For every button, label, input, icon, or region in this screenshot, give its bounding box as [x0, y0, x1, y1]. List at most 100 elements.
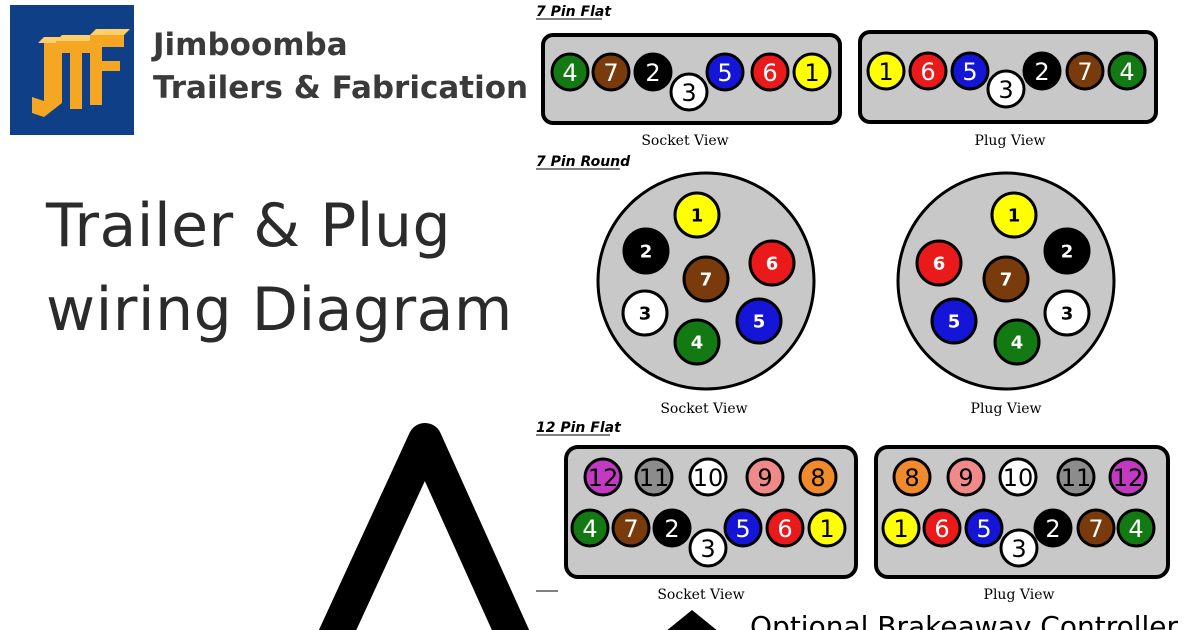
7pin-round-plug-pin-2-label: 2 [1061, 242, 1074, 263]
12pin-flat-plug-pin-12-label: 12 [1113, 464, 1144, 492]
12pin-flat-plug-pin-4 [1116, 508, 1156, 548]
7pin-round-socket-pin-7 [682, 255, 730, 303]
7pin-flat-socket-pin-3-label: 3 [681, 79, 696, 107]
brand-name-line2: Trailers & Fabrication [153, 70, 529, 106]
7pin-round-socket-pin-2 [622, 227, 670, 275]
12pin-flat-plug-pin-6-label: 6 [934, 515, 949, 543]
7pin-round-socket-pin-7-label: 7 [700, 270, 713, 291]
7pin-flat-socket-pin-4 [550, 52, 590, 92]
7pin-round-socket-pin-4 [673, 318, 721, 366]
12pin-flat-plug-pin-2-label: 2 [1045, 515, 1060, 543]
7pin-flat-socket-pin-1-label: 1 [804, 59, 819, 87]
brakeaway-label: Optional Brakeaway Controller [750, 610, 1179, 630]
7pin-flat-socket-pin-4-label: 4 [562, 59, 577, 87]
7pin-flat-socket-pin-3 [669, 72, 709, 112]
12pin-flat-plug-pin-9 [946, 457, 986, 497]
7pin-round-plug-pin-5 [930, 297, 978, 345]
caption-7pin-flat-socket: Socket View [641, 133, 728, 149]
7pin-flat-plug-pin-6 [908, 51, 948, 91]
12pin-flat-socket-pin-9-label: 9 [757, 464, 772, 492]
12pin-flat-plug-pin-1-label: 1 [893, 515, 908, 543]
arrow-icon [318, 423, 530, 630]
12pin-flat-plug-pin-11-label: 11 [1061, 464, 1092, 492]
12pin-flat-plug-pin-11 [1056, 457, 1096, 497]
headline-line1: Trailer & Plug [46, 191, 452, 261]
7pin-round-plug-pin-3-label: 3 [1061, 304, 1074, 325]
7pin-flat-plug-pin-1-label: 1 [878, 58, 893, 86]
7pin-flat-plug-pin-1 [866, 51, 906, 91]
7pin-round-socket-pin-6-label: 6 [766, 254, 779, 275]
12pin-flat-plug-pin-6 [922, 508, 962, 548]
12pin-flat-socket-pin-11-label: 11 [639, 464, 670, 492]
12pin-flat-socket-pin-1-label: 1 [819, 515, 834, 543]
7pin-round-plug-pin-3 [1043, 289, 1091, 337]
12pin-flat-plug-pin-5-label: 5 [976, 515, 991, 543]
7pin-round-plug-pin-1-label: 1 [1008, 206, 1021, 227]
7pin-round-plug-pin-6 [915, 239, 963, 287]
12pin-flat-plug-pin-8-label: 8 [904, 464, 919, 492]
12pin-flat-socket-pin-3 [688, 528, 728, 568]
12pin-flat-plug-pin-2 [1033, 508, 1073, 548]
7pin-flat-socket-pin-2 [633, 52, 673, 92]
12pin-flat-plug-pin-3 [999, 528, 1039, 568]
caption-7pin-flat-plug: Plug View [975, 133, 1046, 149]
12pin-flat-socket-pin-5-label: 5 [735, 515, 750, 543]
7pin-flat-plug-pin-4-label: 4 [1119, 58, 1134, 86]
brand-name-line1: Jimboomba [153, 27, 348, 63]
7pin-flat-socket-pin-2-label: 2 [645, 59, 660, 87]
7pin-round-socket-pin-1 [673, 191, 721, 239]
12pin-flat-socket-pin-8-label: 8 [810, 464, 825, 492]
7pin-flat-socket-pin-5 [705, 52, 745, 92]
12pin-flat-plug-pin-3-label: 3 [1011, 535, 1026, 563]
7pin-round-plug-pin-2 [1043, 227, 1091, 275]
12pin-flat-plug-pin-10 [998, 457, 1038, 497]
12pin-flat-plug-pin-10-label: 10 [1003, 464, 1034, 492]
7pin-flat-plug-pin-3-label: 3 [998, 76, 1013, 104]
12pin-flat-socket-pin-6 [765, 508, 805, 548]
12pin-flat-plug-pin-4-label: 4 [1128, 515, 1143, 543]
7pin-flat-plug-pin-3 [986, 69, 1026, 109]
12pin-flat-socket-pin-7 [611, 508, 651, 548]
7pin-flat-plug-pin-2 [1022, 51, 1062, 91]
7pin-flat-socket-pin-6-label: 6 [762, 59, 777, 87]
7pin-flat-plug-pin-5-label: 5 [962, 58, 977, 86]
7pin-round-plug-pin-7-label: 7 [1000, 270, 1013, 291]
7pin-round-socket-pin-3 [621, 289, 669, 337]
12pin-flat-plug-pin-5 [964, 508, 1004, 548]
12pin-flat-socket-pin-11 [634, 457, 674, 497]
12pin-flat-socket-pin-5 [723, 508, 763, 548]
7pin-round-plug-pin-6-label: 6 [933, 254, 946, 275]
7pin-flat-plug-pin-7 [1065, 51, 1105, 91]
12pin-flat-plug-pin-7 [1076, 508, 1116, 548]
headline-line2: wiring Diagram [46, 275, 513, 345]
12pin-flat-socket-pin-12-label: 12 [588, 464, 619, 492]
7pin-round-plug-pin-4 [993, 318, 1041, 366]
7pin-round-socket-pin-5 [735, 297, 783, 345]
12pin-flat-plug-pin-7-label: 7 [1088, 515, 1103, 543]
12pin-flat-socket-pin-10 [688, 457, 728, 497]
12pin-flat-socket-pin-12 [583, 457, 623, 497]
7pin-round-plug-pin-1 [990, 191, 1038, 239]
7pin-flat-socket-pin-1 [792, 52, 832, 92]
section-title-12pin-flat: 12 Pin Flat [536, 420, 622, 436]
section-title-7pin-round: 7 Pin Round [536, 154, 631, 170]
7pin-round-socket-pin-4-label: 4 [691, 333, 704, 354]
7pin-flat-plug-pin-4 [1107, 51, 1147, 91]
12pin-flat-socket-pin-4 [570, 508, 610, 548]
12pin-flat-plug-pin-12 [1108, 457, 1148, 497]
caption-7pin-round-plug: Plug View [971, 401, 1042, 417]
section-title-7pin-flat: 7 Pin Flat [536, 4, 612, 20]
12pin-flat-socket-pin-7-label: 7 [623, 515, 638, 543]
7pin-flat-plug-pin-7-label: 7 [1077, 58, 1092, 86]
7pin-flat-socket-pin-5-label: 5 [717, 59, 732, 87]
12pin-flat-socket-pin-3-label: 3 [700, 535, 715, 563]
jtf-logo [10, 5, 134, 135]
7pin-round-socket-pin-1-label: 1 [691, 206, 704, 227]
7pin-round-socket-pin-2-label: 2 [640, 242, 653, 263]
7pin-flat-plug-pin-6-label: 6 [920, 58, 935, 86]
7pin-flat-plug-pin-5 [950, 51, 990, 91]
7pin-flat-socket-pin-6 [750, 52, 790, 92]
12pin-flat-plug-pin-8 [892, 457, 932, 497]
7pin-round-socket-pin-3-label: 3 [639, 304, 652, 325]
